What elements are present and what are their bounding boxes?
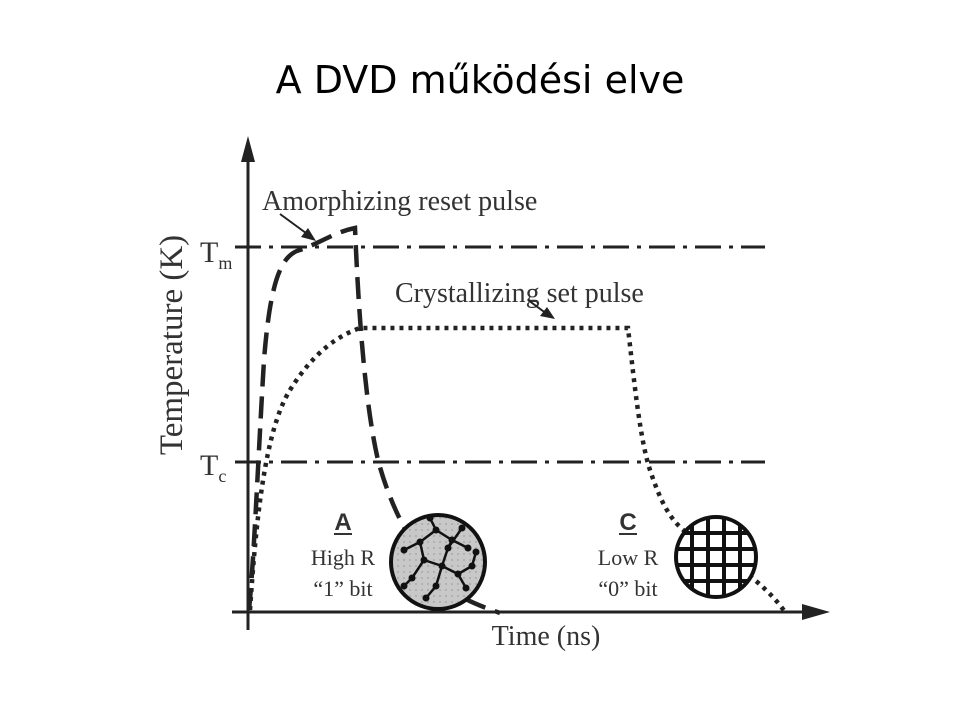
state-c-line1: Low R — [598, 545, 659, 570]
tc-label: Tc — [200, 449, 226, 486]
state-a-line1: High R — [311, 545, 376, 570]
axes — [232, 136, 830, 630]
state-a-letter: A — [334, 509, 351, 536]
y-axis-label: Temperature (K) — [154, 235, 190, 455]
state-c-letter: C — [619, 509, 636, 536]
reset-pulse-arrow — [279, 213, 316, 241]
state-c-line2: “0” bit — [598, 576, 657, 601]
slide-title: A DVD működési elve — [275, 58, 685, 102]
set-pulse-label: Crystallizing set pulse — [395, 278, 644, 309]
x-axis-label: Time (ns) — [492, 621, 601, 652]
amorphous-structure-icon — [389, 513, 487, 611]
x-axis-arrow — [802, 604, 830, 620]
tm-label: Tm — [200, 236, 232, 273]
y-axis-arrow — [241, 136, 255, 162]
state-a-line2: “1” bit — [313, 576, 372, 601]
set-pulse-curve — [247, 325, 787, 614]
crystalline-structure-icon — [674, 515, 758, 599]
set-pulse-arrow — [527, 299, 555, 319]
reset-pulse-label: Amorphizing reset pulse — [262, 186, 537, 217]
